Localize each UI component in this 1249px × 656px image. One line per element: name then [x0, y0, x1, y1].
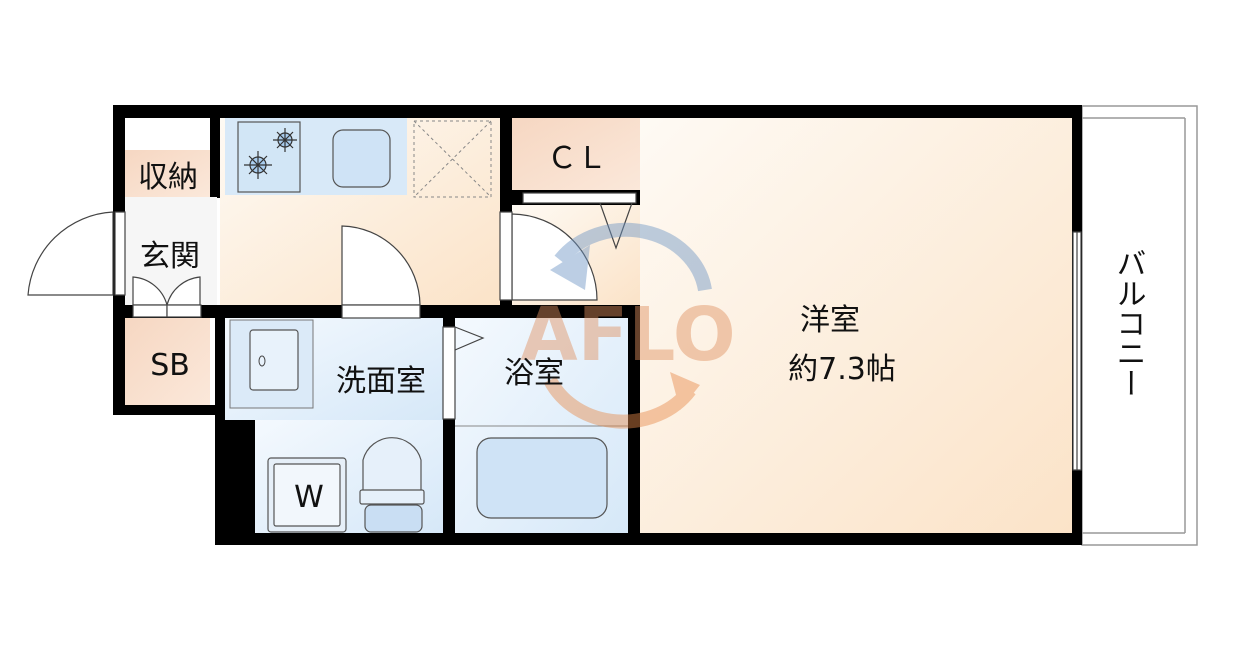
closet-label: ＣＬ — [547, 141, 607, 176]
western-room-size: 約7.3帖 — [788, 352, 896, 387]
sink-icon — [332, 129, 391, 188]
closet-room — [512, 118, 642, 190]
refrigerator-space — [413, 120, 492, 198]
western-room — [640, 118, 1072, 533]
washing-machine-icon: W — [267, 457, 347, 533]
shoe-box-room — [125, 318, 210, 405]
bathtub-icon — [476, 437, 608, 519]
bathroom-label: 浴室 — [504, 356, 564, 391]
washroom-label: 洗面室 — [336, 364, 426, 399]
doors — [27, 192, 1082, 471]
storage-label: 収納 — [138, 160, 198, 195]
storage-room — [125, 150, 210, 197]
western-room-label: 洋室 — [800, 303, 860, 338]
toilet-icon — [359, 437, 425, 533]
balcony-label: バルコニー — [1111, 248, 1146, 398]
stove-burner-icon — [244, 128, 297, 179]
aflo-watermark-logo: AFLO — [520, 222, 736, 429]
shoe-box-label: SB — [150, 348, 190, 383]
entrance-label: 玄関 — [140, 239, 200, 274]
washer-label: W — [294, 480, 324, 515]
svg-text:AFLO: AFLO — [520, 292, 735, 378]
balcony — [1081, 105, 1198, 546]
